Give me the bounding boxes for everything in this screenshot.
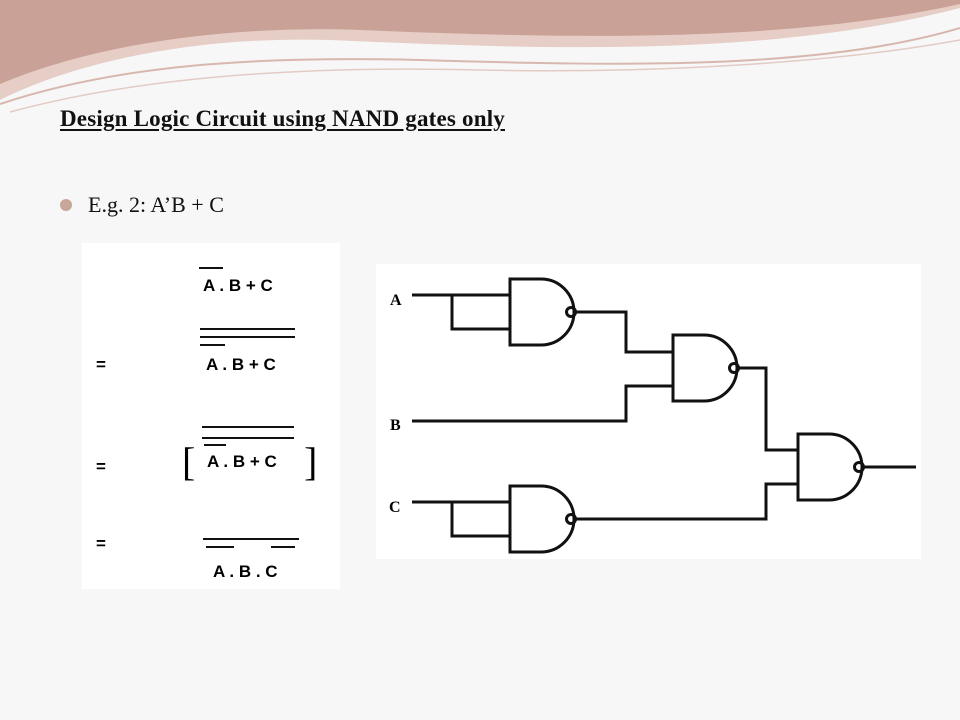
wire-a-tie [450,295,510,331]
input-label-b: B [390,417,401,434]
equation-line-1: A . B + C [203,276,273,295]
nand-gate-1 [508,277,576,347]
circuit-panel: A B C [376,264,921,559]
nand-gate-4-bubble [853,461,865,473]
slide-title: Design Logic Circuit using NAND gates on… [60,106,505,131]
bullet-dot-icon [60,199,72,211]
nand-gate-2 [508,484,576,554]
nand-gate-3 [671,333,739,403]
input-label-c: C [389,499,401,516]
wire-g1-g3 [576,310,673,354]
equation-svg: A . B + C = A . B + C [ = A . B + C ] = … [96,267,317,581]
wire-b [412,384,673,423]
header-swoosh [0,0,960,113]
nand-gate-3-bubble [728,362,740,374]
bullet-item: E.g. 2: A’B + C [60,192,224,218]
circuit-svg: A B C [389,277,916,554]
nand-gate-2-bubble [565,513,577,525]
equation-line-2: A . B + C [206,355,276,374]
equals-sign-2: = [96,355,106,374]
wire-c-tie [450,502,510,538]
wire-g3-g4 [739,366,798,452]
equals-sign-3: = [96,457,106,476]
bracket-close: ] [304,439,317,484]
input-label-a: A [390,292,402,309]
equation-line-4: A . B . C [213,562,278,581]
equals-sign-4: = [96,534,106,553]
bracket-open: [ [182,439,195,484]
wire-g2-g4 [576,482,798,521]
nand-gate-1-bubble [565,306,577,318]
bullet-text: E.g. 2: A’B + C [88,192,224,217]
equation-panel: A . B + C = A . B + C [ = A . B + C ] = … [82,243,340,589]
nand-gate-4 [796,432,864,502]
equation-line-3: A . B + C [207,452,277,471]
